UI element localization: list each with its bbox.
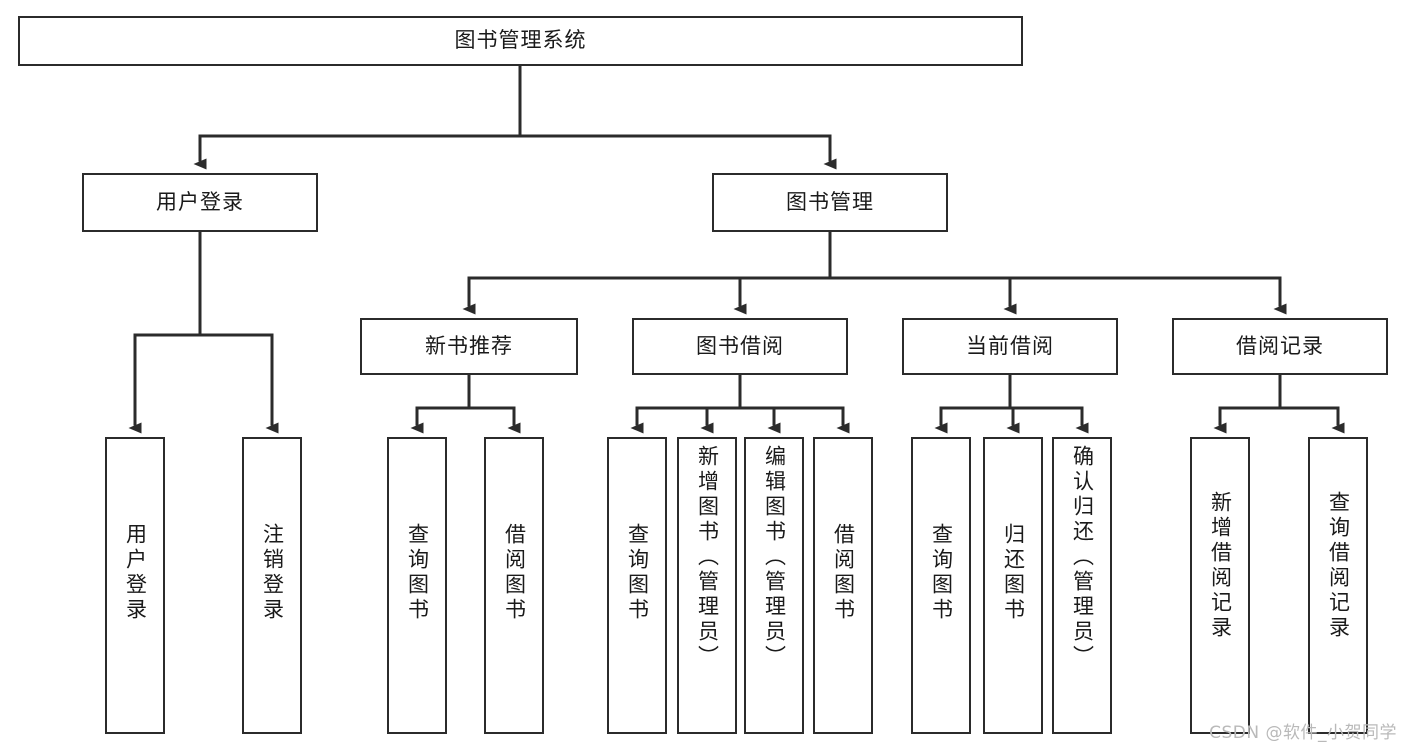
node-leaf-add-book[interactable]: 新增图书（管理员） <box>677 437 737 734</box>
node-new-book-recommend-label: 新书推荐 <box>425 333 513 358</box>
node-current-borrow-label: 当前借阅 <box>966 333 1054 358</box>
node-current-borrow[interactable]: 当前借阅 <box>902 318 1118 375</box>
node-leaf-logout-label: 注销登录 <box>260 523 285 623</box>
node-leaf-user-login[interactable]: 用户登录 <box>105 437 165 734</box>
node-leaf-query-book-3[interactable]: 查询图书 <box>911 437 971 734</box>
node-new-book-recommend[interactable]: 新书推荐 <box>360 318 578 375</box>
node-leaf-borrow-book-1-label: 借阅图书 <box>502 523 527 623</box>
node-leaf-confirm-return[interactable]: 确认归还（管理员） <box>1052 437 1112 734</box>
node-leaf-add-book-label: 新增图书（管理员） <box>695 445 720 670</box>
node-root[interactable]: 图书管理系统 <box>18 16 1023 66</box>
node-book-manage-label: 图书管理 <box>786 189 874 214</box>
node-leaf-user-login-label: 用户登录 <box>123 523 148 623</box>
node-borrow-record-label: 借阅记录 <box>1236 333 1324 358</box>
node-leaf-query-book-3-label: 查询图书 <box>929 523 954 623</box>
node-book-borrow[interactable]: 图书借阅 <box>632 318 848 375</box>
node-leaf-borrow-book-1[interactable]: 借阅图书 <box>484 437 544 734</box>
node-book-borrow-label: 图书借阅 <box>696 333 784 358</box>
node-leaf-borrow-book-2-label: 借阅图书 <box>831 523 856 623</box>
node-leaf-query-record[interactable]: 查询借阅记录 <box>1308 437 1368 734</box>
node-book-manage[interactable]: 图书管理 <box>712 173 948 232</box>
node-leaf-edit-book-label: 编辑图书（管理员） <box>762 445 787 670</box>
node-leaf-add-record[interactable]: 新增借阅记录 <box>1190 437 1250 734</box>
node-leaf-add-record-label: 新增借阅记录 <box>1208 491 1233 641</box>
node-leaf-borrow-book-2[interactable]: 借阅图书 <box>813 437 873 734</box>
node-leaf-return-book-label: 归还图书 <box>1001 523 1026 623</box>
node-leaf-query-record-label: 查询借阅记录 <box>1326 491 1351 641</box>
node-leaf-query-book-1-label: 查询图书 <box>405 523 430 623</box>
csdn-watermark: CSDN @软件_小贺同学 <box>1209 723 1397 743</box>
node-leaf-edit-book[interactable]: 编辑图书（管理员） <box>744 437 804 734</box>
node-borrow-record[interactable]: 借阅记录 <box>1172 318 1388 375</box>
node-leaf-return-book[interactable]: 归还图书 <box>983 437 1043 734</box>
node-leaf-confirm-return-label: 确认归还（管理员） <box>1070 445 1095 670</box>
node-user-login-label: 用户登录 <box>156 189 244 214</box>
node-leaf-query-book-2[interactable]: 查询图书 <box>607 437 667 734</box>
node-root-label: 图书管理系统 <box>454 28 587 53</box>
node-leaf-query-book-1[interactable]: 查询图书 <box>387 437 447 734</box>
node-leaf-query-book-2-label: 查询图书 <box>625 523 650 623</box>
node-user-login[interactable]: 用户登录 <box>82 173 318 232</box>
node-leaf-logout[interactable]: 注销登录 <box>242 437 302 734</box>
